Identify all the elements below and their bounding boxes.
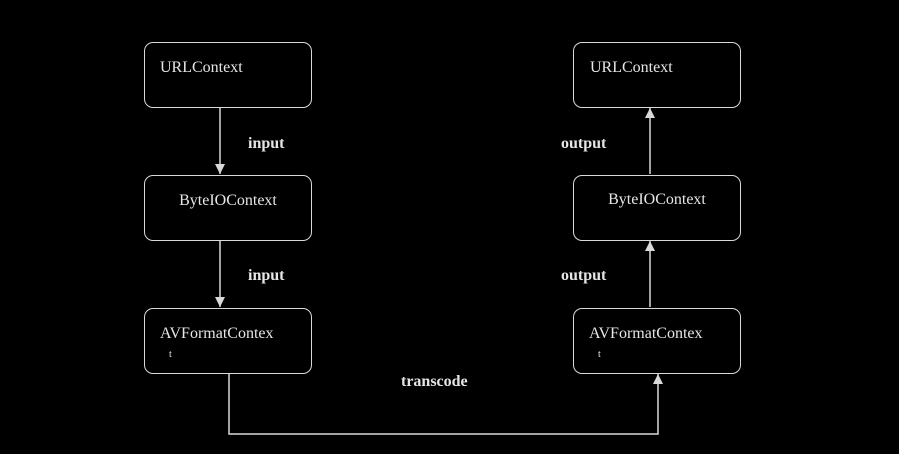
node-label-tail: t bbox=[169, 349, 172, 360]
edge-label-input-2: input bbox=[248, 267, 285, 284]
edge-label-transcode: transcode bbox=[401, 373, 468, 390]
transcode-connector bbox=[228, 373, 659, 435]
edge-label-output-2: output bbox=[561, 267, 607, 284]
arrowhead-byteio-to-url-right bbox=[645, 108, 655, 118]
arrowhead-byteio-to-avformat-left bbox=[215, 297, 225, 307]
node-label: ByteIOContext bbox=[179, 192, 277, 209]
node-label: URLContext bbox=[590, 59, 673, 76]
right-byteiocontext-node: ByteIOContext bbox=[573, 175, 741, 241]
right-urlcontext-node: URLContext bbox=[573, 42, 741, 108]
left-avformatcontext-node: AVFormatContex t bbox=[144, 308, 312, 374]
arrowhead-url-to-byteio-left bbox=[215, 164, 225, 174]
left-byteiocontext-node: ByteIOContext bbox=[144, 175, 312, 241]
arrowhead-avformat-to-byteio-right bbox=[645, 241, 655, 251]
node-label: ByteIOContext bbox=[608, 191, 706, 208]
edge-label-input-1: input bbox=[248, 135, 285, 152]
edge-label-output-1: output bbox=[561, 135, 607, 152]
node-label-tail: t bbox=[598, 349, 601, 360]
right-avformatcontext-node: AVFormatContex t bbox=[573, 308, 741, 374]
node-label: AVFormatContex bbox=[160, 325, 274, 342]
left-urlcontext-node: URLContext bbox=[144, 42, 312, 108]
arrowhead-transcode bbox=[653, 374, 663, 384]
node-label: URLContext bbox=[160, 59, 243, 76]
node-label: AVFormatContex bbox=[589, 325, 703, 342]
